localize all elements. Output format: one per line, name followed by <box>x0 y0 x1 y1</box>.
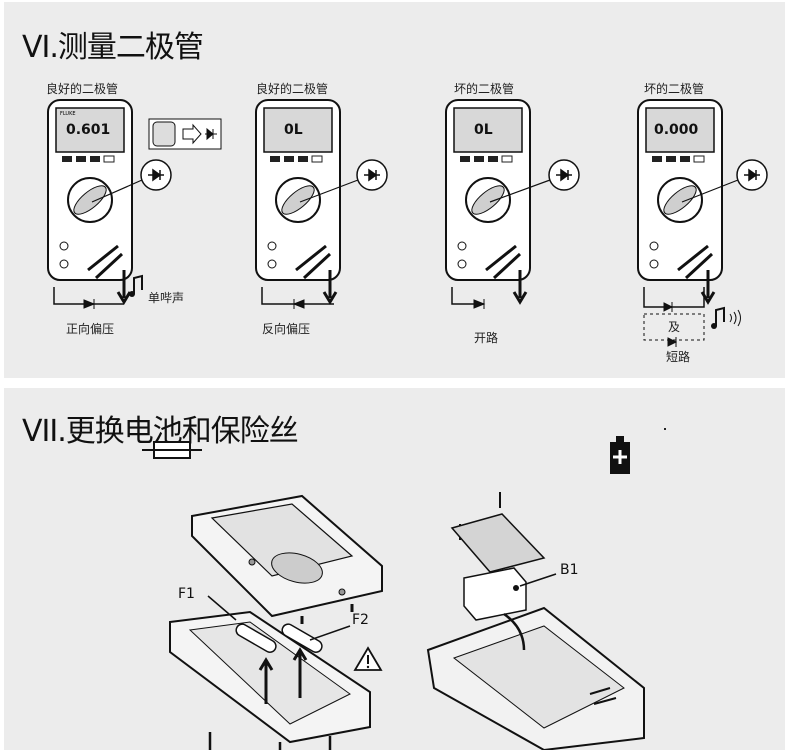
diode-test-section: VI.测量二极管 良好的二极管 FLUKE <box>4 2 785 378</box>
sound-wave-icon <box>729 309 741 327</box>
fuse-f2-label: F2 <box>352 612 369 628</box>
replacement-diagram <box>142 436 645 750</box>
dot-mark <box>664 428 666 430</box>
beep-label: 单哔声 <box>148 291 185 305</box>
meter-drawing: FLUKE <box>47 99 222 309</box>
diode-icon <box>140 159 172 191</box>
bias-label: 短路 <box>666 350 691 364</box>
meter-drawing <box>255 99 388 309</box>
meter-caption: 良好的二极管 <box>46 82 119 96</box>
meter-drawing <box>637 99 768 347</box>
section-title-diode: VI.测量二极管 <box>22 30 204 65</box>
hand-press-icon <box>148 118 222 150</box>
bias-label: 正向偏压 <box>66 322 115 336</box>
battery-b1 <box>463 567 527 621</box>
meter-caption: 坏的二极管 <box>644 82 705 96</box>
meter-reading: 0L <box>474 122 493 138</box>
diode-icon <box>736 159 768 191</box>
music-note-icon <box>129 274 143 297</box>
meter-caption: 坏的二极管 <box>454 82 515 96</box>
music-note-icon <box>711 306 725 329</box>
meter-reading: 0.000 <box>654 122 699 138</box>
battery-icon <box>610 436 630 474</box>
fuse-f1-label: F1 <box>178 586 195 602</box>
fuse-icon <box>142 441 202 459</box>
battery-b1-label: B1 <box>560 562 579 578</box>
meter-caption: 良好的二极管 <box>256 82 329 96</box>
bias-label: 开路 <box>474 331 499 345</box>
diode-icon <box>356 159 388 191</box>
fuse-f1 <box>235 623 277 653</box>
meter-reading: 0L <box>284 122 303 138</box>
and-label: 及 <box>668 320 681 334</box>
diode-icon <box>548 159 580 191</box>
meter-reading: 0.601 <box>66 122 111 138</box>
meter-drawing <box>445 99 580 309</box>
warning-icon <box>353 646 383 671</box>
battery-fuse-section: VII.更换电池和保险丝 <box>4 388 785 750</box>
brand-text: FLUKE <box>60 111 76 117</box>
fuse-f2 <box>281 623 323 653</box>
bias-label: 反向偏压 <box>262 322 311 336</box>
